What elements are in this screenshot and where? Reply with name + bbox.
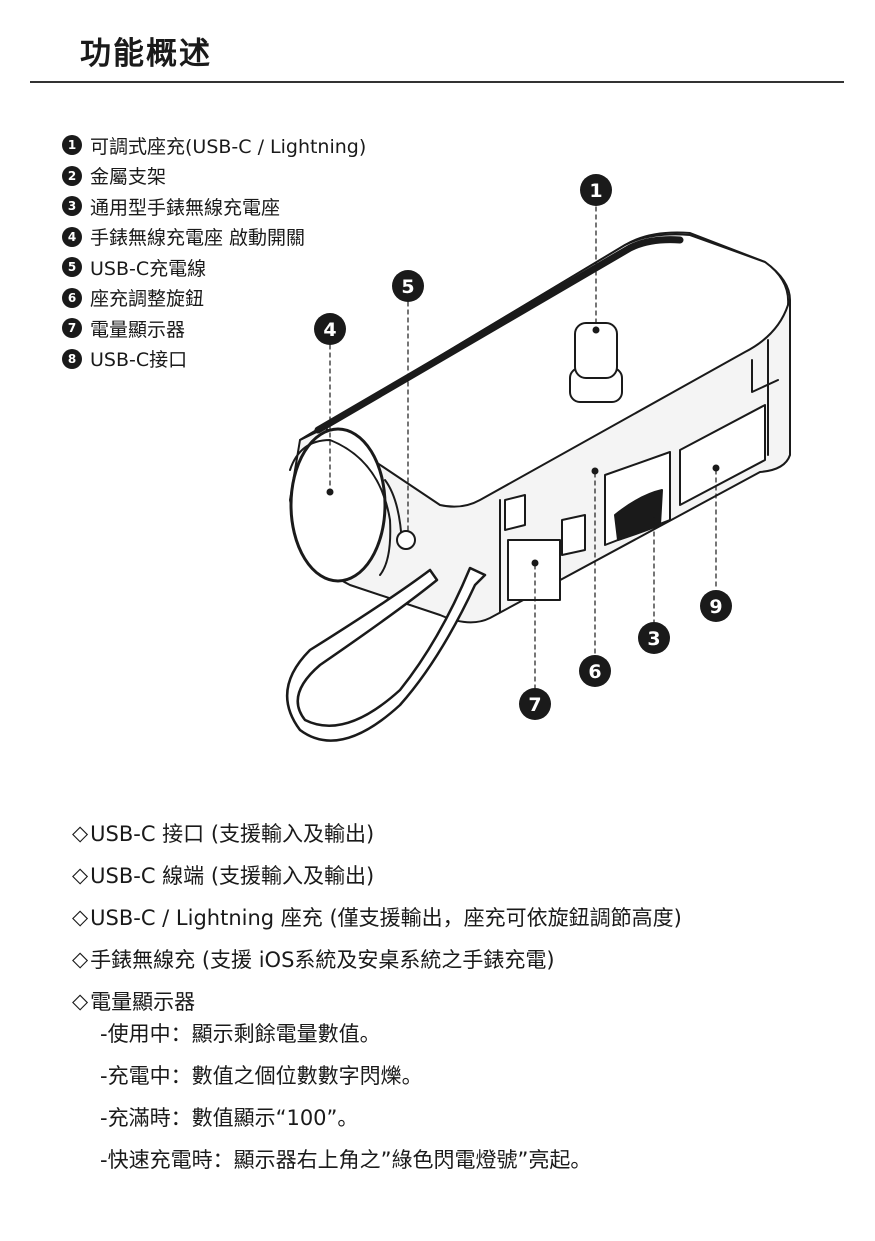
- callout-label: 9: [709, 596, 722, 618]
- feature-text: USB-C 線端 (支援輸入及輸出): [90, 864, 375, 888]
- number-badge: 2: [62, 165, 82, 186]
- legend-label: 電量顯示器: [90, 318, 186, 341]
- legend-item: 3 通用型手錶無線充電座: [62, 191, 366, 222]
- legend-item: 8 USB-C接口: [62, 344, 366, 375]
- usb-c-connector: [569, 322, 623, 403]
- feature-text: USB-C / Lightning 座充 (僅支援輸出，座充可依旋鈕調節高度): [90, 906, 682, 930]
- legend-item: 5 USB-C充電線: [62, 252, 366, 283]
- callout-badge: 5: [392, 270, 424, 302]
- feature-item: ◇電量顯示器: [72, 980, 682, 1022]
- legend-label: 通用型手錶無線充電座: [90, 196, 281, 219]
- callout-label: 5: [401, 276, 414, 298]
- parts-legend: 1 可調式座充(USB-C / Lightning) 2 金屬支架 3 通用型手錶無線…: [62, 130, 366, 374]
- diamond-icon: ◇: [72, 989, 89, 1013]
- callout-label: 7: [528, 694, 541, 716]
- diamond-icon: ◇: [72, 821, 89, 845]
- legend-label: 座充調整旋鈕: [90, 288, 205, 311]
- feature-item: ◇USB-C 接口 (支援輸入及輸出): [72, 812, 682, 854]
- adjust-knob: [614, 489, 663, 541]
- leader-dots: [326, 326, 720, 567]
- callout-label: 6: [588, 661, 601, 683]
- feature-text: 手錶無線充 (支援 iOS系統及安桌系統之手錶充電): [90, 948, 555, 972]
- diamond-icon: ◇: [72, 905, 89, 929]
- detail-item: -充滿時：數值顯示“100”。: [100, 1106, 359, 1130]
- detail-item: -快速充電時：顯示器右上角之”綠色閃電燈號”亮起。: [100, 1148, 592, 1172]
- display-detail-list: -使用中：顯示剩餘電量數值。 -充電中：數值之個位數數字閃爍。 -充滿時：數值顯…: [100, 1012, 591, 1180]
- side-panel: [504, 404, 766, 601]
- page-title: 功能概述: [80, 36, 212, 72]
- power-switch: [396, 530, 416, 550]
- diamond-icon: ◇: [72, 947, 89, 971]
- wireless-charging-face: [289, 427, 403, 583]
- diamond-icon: ◇: [72, 863, 89, 887]
- detail-item: -使用中：顯示剩餘電量數值。: [100, 1022, 381, 1046]
- legend-item: 4 手錶無線充電座 啟動開關: [62, 222, 366, 253]
- feature-item: ◇手錶無線充 (支援 iOS系統及安桌系統之手錶充電): [72, 938, 682, 980]
- feature-item: ◇USB-C / Lightning 座充 (僅支援輸出，座充可依旋鈕調節高度): [72, 896, 682, 938]
- callout-badge: 3: [638, 622, 670, 654]
- title-divider: [30, 81, 844, 83]
- legend-item: 1 可調式座充(USB-C / Lightning): [62, 130, 366, 161]
- legend-label: USB-C接口: [90, 349, 188, 372]
- product-diagram: 1 5 4 9 3 6 7: [285, 174, 791, 742]
- callout-badge: 4: [314, 313, 346, 345]
- feature-item: ◇USB-C 線端 (支援輸入及輸出): [72, 854, 682, 896]
- legend-item: 6 座充調整旋鈕: [62, 283, 366, 314]
- legend-label: 可調式座充(USB-C / Lightning): [90, 135, 367, 158]
- detail-item: -充電中：數值之個位數數字閃爍。: [100, 1064, 423, 1088]
- legend-item: 7 電量顯示器: [62, 313, 366, 344]
- legend-label: 手錶無線充電座 啟動開關: [90, 227, 306, 250]
- callout-badge: 6: [579, 655, 611, 687]
- number-badge: 5: [62, 257, 82, 278]
- legend-label: 金屬支架: [90, 166, 167, 189]
- callout-badge: 9: [700, 590, 732, 622]
- callout-label: 3: [647, 628, 660, 650]
- feature-text: 電量顯示器: [90, 990, 196, 1014]
- number-badge: 7: [62, 318, 82, 339]
- leader-lines: [329, 206, 717, 689]
- callout-badge: 1: [580, 174, 612, 206]
- number-badge: 3: [62, 196, 82, 217]
- lanyard-strap: [285, 566, 487, 742]
- legend-label: USB-C充電線: [90, 257, 207, 280]
- number-badge: 1: [62, 135, 82, 156]
- callout-label: 4: [323, 319, 336, 341]
- legend-item: 2 金屬支架: [62, 161, 366, 192]
- number-badge: 8: [62, 348, 82, 369]
- callout-badge: 7: [519, 688, 551, 720]
- callout-label: 1: [589, 180, 602, 202]
- number-badge: 6: [62, 287, 82, 308]
- feature-list: ◇USB-C 接口 (支援輸入及輸出) ◇USB-C 線端 (支援輸入及輸出) …: [72, 812, 682, 1022]
- charger-body: [289, 231, 791, 624]
- number-badge: 4: [62, 226, 82, 247]
- feature-text: USB-C 接口 (支援輸入及輸出): [90, 822, 375, 846]
